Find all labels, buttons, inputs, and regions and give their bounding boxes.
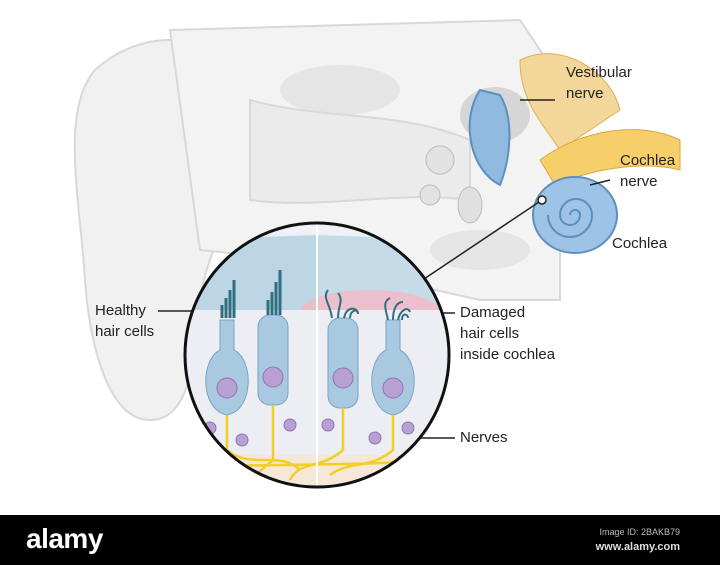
watermark-footer: alamy Image ID: 2BAKB79 www.alamy.com — [0, 515, 720, 565]
label-line: nerve — [566, 85, 604, 102]
label-line: hair cells — [95, 323, 155, 340]
label-damaged-hair-cells: Damaged hair cells inside cochlea — [460, 302, 555, 365]
label-cochlea-nerve: Cochlea nerve — [620, 150, 675, 192]
label-line: Damaged — [460, 304, 526, 321]
site-url: www.alamy.com — [595, 541, 680, 553]
label-line: hair cells — [460, 325, 520, 342]
image-id: Image ID: 2BAKB79 — [599, 527, 680, 537]
label-vestibular-nerve: Vestibular nerve — [566, 62, 632, 104]
label-line: Vestibular — [566, 64, 632, 81]
outer-ear-silhouette — [73, 18, 561, 422]
label-line: Cochlea — [620, 152, 676, 169]
label-line: nerve — [620, 173, 658, 190]
middle-ear-ossicles — [419, 145, 455, 206]
magnified-hair-cells — [183, 221, 451, 489]
label-nerves: Nerves — [460, 429, 508, 446]
inner-ear — [457, 53, 681, 254]
bone-texture — [280, 65, 530, 270]
label-line: Healthy — [95, 302, 146, 319]
alamy-logo: alamy — [26, 523, 103, 554]
label-line: inside cochlea — [460, 346, 556, 363]
ear-diagram — [73, 18, 681, 489]
label-cochlea: Cochlea — [612, 235, 668, 252]
label-healthy-hair-cells: Healthy hair cells — [95, 300, 154, 342]
